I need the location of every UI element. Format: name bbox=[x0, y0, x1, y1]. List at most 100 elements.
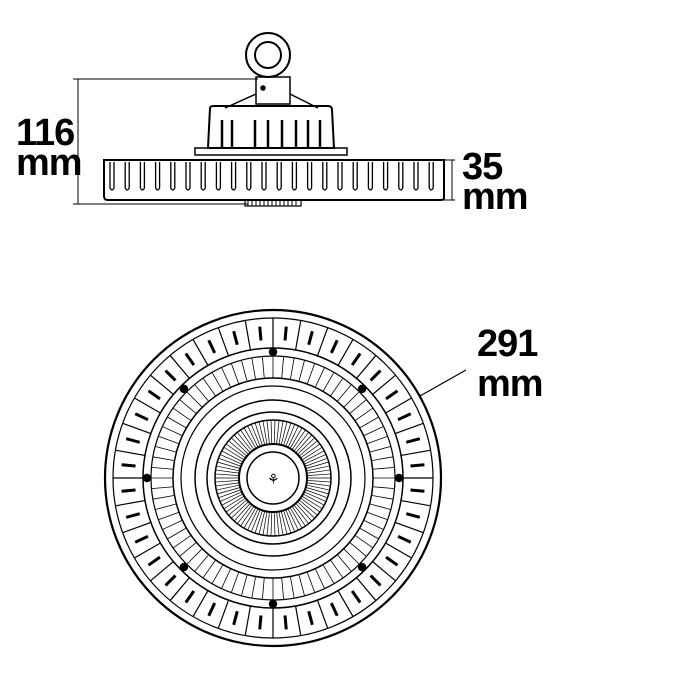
middle-fin bbox=[172, 535, 192, 549]
outer-fin-slot bbox=[164, 574, 177, 587]
reflector-line bbox=[240, 429, 255, 451]
reflector-line bbox=[247, 508, 259, 531]
height-label: 116 mm bbox=[16, 112, 83, 182]
diameter-unit: mm bbox=[477, 363, 544, 405]
middle-fin bbox=[359, 416, 379, 429]
reflector-line bbox=[306, 482, 331, 487]
hanging-ring-inner bbox=[254, 41, 282, 69]
reflector-line bbox=[216, 465, 240, 472]
disk-fin bbox=[413, 162, 419, 191]
outer-fin-slot bbox=[125, 437, 141, 444]
sensor-inner bbox=[246, 451, 300, 505]
middle-fin bbox=[202, 377, 216, 397]
outer-fin-slot bbox=[397, 412, 412, 422]
middle-fin bbox=[230, 363, 240, 385]
reflector-line bbox=[233, 434, 251, 453]
reflector-line bbox=[287, 508, 299, 531]
outer-fin-slot bbox=[121, 463, 136, 468]
outer-fin-slot bbox=[410, 488, 425, 493]
middle-fin bbox=[152, 456, 175, 462]
height-value: 116 bbox=[16, 112, 75, 154]
ring-7 bbox=[206, 411, 340, 545]
reflector-line bbox=[278, 511, 284, 536]
middle-fin bbox=[371, 494, 394, 500]
reflector-line bbox=[225, 497, 246, 513]
outer-fin bbox=[134, 542, 161, 559]
middle-fin bbox=[230, 571, 240, 593]
reflector-line bbox=[215, 482, 240, 487]
middle-fin bbox=[202, 559, 216, 579]
middle-fin bbox=[281, 577, 285, 600]
disk-fin bbox=[124, 162, 130, 191]
middle-fin bbox=[151, 486, 174, 490]
middle-fin bbox=[306, 571, 316, 593]
outer-fin bbox=[150, 374, 174, 395]
outer-fin bbox=[134, 397, 161, 414]
reflector-line bbox=[225, 443, 246, 459]
middle-fin bbox=[162, 426, 183, 437]
reflector-line bbox=[303, 491, 327, 502]
reflector-line bbox=[298, 440, 318, 457]
reflector-line bbox=[300, 443, 321, 459]
outer-fin bbox=[385, 397, 412, 414]
reflector-line bbox=[228, 440, 248, 457]
outer-fin-slot bbox=[134, 412, 149, 422]
reflector-line bbox=[216, 484, 240, 491]
reflector-line bbox=[297, 501, 315, 519]
outer-fin bbox=[217, 599, 230, 629]
middle-fin bbox=[336, 384, 352, 402]
reflector-line bbox=[303, 454, 327, 465]
outer-fin-slot bbox=[410, 463, 425, 468]
outer-fin bbox=[192, 339, 209, 366]
middle-fin bbox=[322, 372, 335, 392]
reflector-line bbox=[291, 429, 306, 451]
outer-fin-slot bbox=[134, 534, 149, 544]
reflector-line bbox=[285, 509, 296, 532]
reflector-line bbox=[291, 505, 306, 527]
outer-fin-slot bbox=[385, 555, 399, 567]
middle-fin bbox=[194, 554, 210, 572]
reflector-line bbox=[262, 420, 268, 445]
middle-fin bbox=[186, 548, 203, 565]
reflector-line bbox=[233, 503, 251, 522]
middle-fin bbox=[366, 511, 388, 521]
outer-ring bbox=[103, 308, 443, 648]
sensor-nub bbox=[244, 199, 302, 207]
reflector-line bbox=[295, 434, 313, 453]
reflector-line bbox=[283, 422, 292, 446]
outer-fin bbox=[115, 499, 146, 507]
middle-fin bbox=[336, 554, 352, 572]
middle-fin bbox=[151, 466, 174, 470]
reflector-line bbox=[304, 457, 328, 467]
outer-fin bbox=[192, 590, 209, 617]
outer-fin-slot bbox=[397, 534, 412, 544]
middle-fin bbox=[221, 568, 232, 589]
outer-fin-slot bbox=[125, 512, 141, 519]
reflector-line bbox=[306, 465, 330, 472]
reflector-line bbox=[273, 511, 276, 536]
sensor-symbol: ⚘ bbox=[267, 472, 280, 488]
reflector-line bbox=[289, 427, 303, 449]
reflector-line bbox=[254, 422, 263, 446]
reflector-line bbox=[285, 424, 296, 447]
reflector-line bbox=[217, 487, 241, 495]
middle-fin bbox=[162, 519, 183, 530]
disk-fin bbox=[246, 162, 252, 191]
outer-fin bbox=[400, 449, 431, 457]
outer-fin bbox=[394, 422, 424, 435]
middle-fin bbox=[322, 564, 335, 584]
driver-housing bbox=[206, 105, 336, 149]
outer-fin-slot bbox=[147, 389, 161, 401]
outer-fin-slot bbox=[283, 326, 288, 341]
middle-fin bbox=[343, 548, 360, 565]
reflector-line bbox=[221, 450, 244, 463]
reflector-line bbox=[247, 425, 259, 448]
outer-fin-slot bbox=[329, 602, 339, 617]
middle-fin bbox=[167, 416, 187, 429]
disk-height-unit: mm bbox=[462, 176, 529, 218]
screw bbox=[357, 384, 367, 394]
middle-fin bbox=[158, 511, 180, 521]
reflector-line bbox=[250, 509, 261, 532]
reflector-line bbox=[278, 420, 284, 445]
outer-fin bbox=[316, 327, 329, 357]
